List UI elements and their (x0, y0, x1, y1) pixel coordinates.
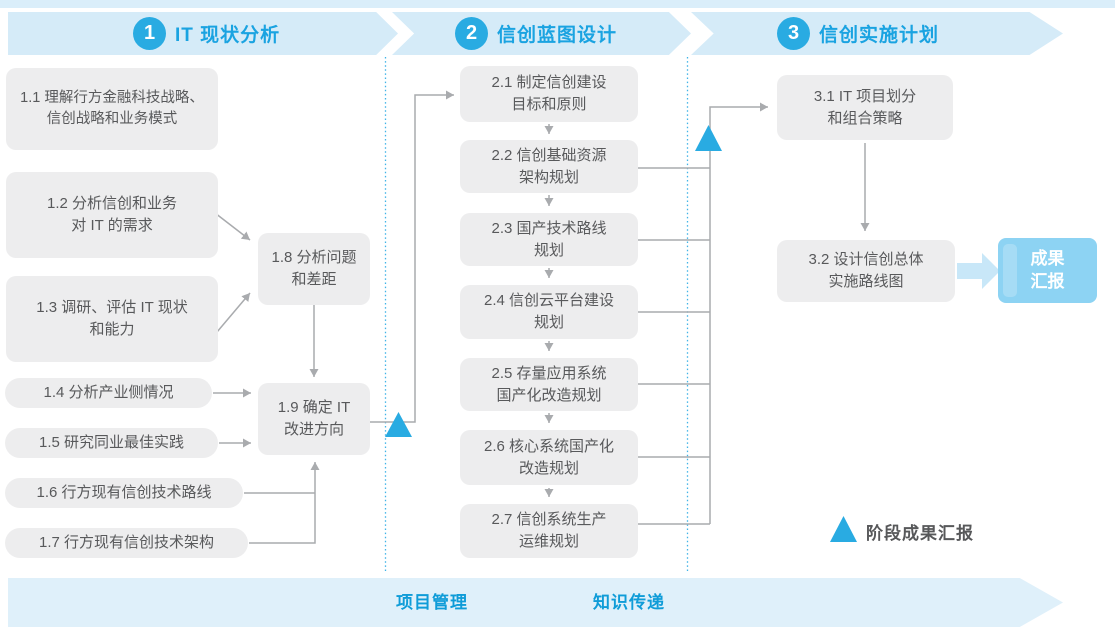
connector-1-2-to-1-8 (214, 212, 251, 241)
legend-triangle-icon (830, 516, 857, 542)
node-2-7: 2.7 信创系统生产 运维规划 (460, 504, 638, 558)
phase-title-3: 信创实施计划 (819, 25, 940, 46)
node-1-7: 1.7 行方现有信创技术架构 (5, 528, 248, 558)
result-box-accent-strip (1003, 244, 1017, 297)
phase-banner-3: 3 信创实施计划 (691, 12, 1063, 55)
node-2-3: 2.3 国产技术路线 规划 (460, 213, 638, 266)
node-1-2: 1.2 分析信创和业务 对 IT 的需求 (6, 172, 218, 258)
node-2-1: 2.1 制定信创建设 目标和原则 (460, 66, 638, 122)
phase-number-1-icon: 1 (133, 17, 166, 50)
milestone-triangle-phase2-icon (695, 125, 722, 151)
phase-banner-1: 1 IT 现状分析 (8, 12, 398, 55)
node-1-9: 1.9 确定 IT 改进方向 (258, 383, 370, 455)
phase-title-1: IT 现状分析 (175, 25, 281, 46)
phase-title-2: 信创蓝图设计 (497, 25, 618, 46)
node-3-1: 3.1 IT 项目划分 和组合策略 (777, 75, 953, 140)
node-1-3: 1.3 调研、评估 IT 现状 和能力 (6, 276, 218, 362)
node-2-6: 2.6 核心系统国产化 改造规划 (460, 430, 638, 485)
connector-collector-to-3-1 (709, 102, 768, 524)
legend-label: 阶段成果汇报 (866, 524, 974, 543)
node-2-4: 2.4 信创云平台建设 规划 (460, 285, 638, 339)
phase-banner-2: 2 信创蓝图设计 (392, 12, 691, 55)
milestone-triangle-phase1-icon (385, 412, 412, 437)
connector-1-3-to-1-8 (216, 292, 251, 333)
node-2-2: 2.2 信创基础资源 架构规划 (460, 140, 638, 193)
bottom-banner-item-knowledge-transfer: 知识传递 (593, 593, 665, 612)
node-1-5: 1.5 研究同业最佳实践 (5, 428, 218, 458)
result-report-box: 成果 汇报 (998, 238, 1097, 303)
phase-number-2-icon: 2 (455, 17, 488, 50)
phase-number-3-icon: 3 (777, 17, 810, 50)
node-2-5: 2.5 存量应用系统 国产化改造规划 (460, 358, 638, 411)
connector-1-7-to-1-9 (249, 462, 320, 544)
result-report-label: 成果 汇报 (1030, 248, 1065, 291)
node-1-1: 1.1 理解行方金融科技战略、 信创战略和业务模式 (6, 68, 218, 150)
node-1-4: 1.4 分析产业侧情况 (5, 378, 212, 408)
node-3-2: 3.2 设计信创总体 实施路线图 (777, 240, 955, 302)
result-block-arrow-icon (957, 253, 1000, 289)
bottom-banner-item-project-management: 项目管理 (396, 593, 468, 612)
connector-1-9-to-2-1 (370, 90, 454, 423)
bottom-banner: 项目管理 知识传递 (8, 578, 1063, 627)
node-1-6: 1.6 行方现有信创技术路线 (5, 478, 243, 508)
top-strip (0, 0, 1115, 8)
node-1-8: 1.8 分析问题 和差距 (258, 233, 370, 305)
